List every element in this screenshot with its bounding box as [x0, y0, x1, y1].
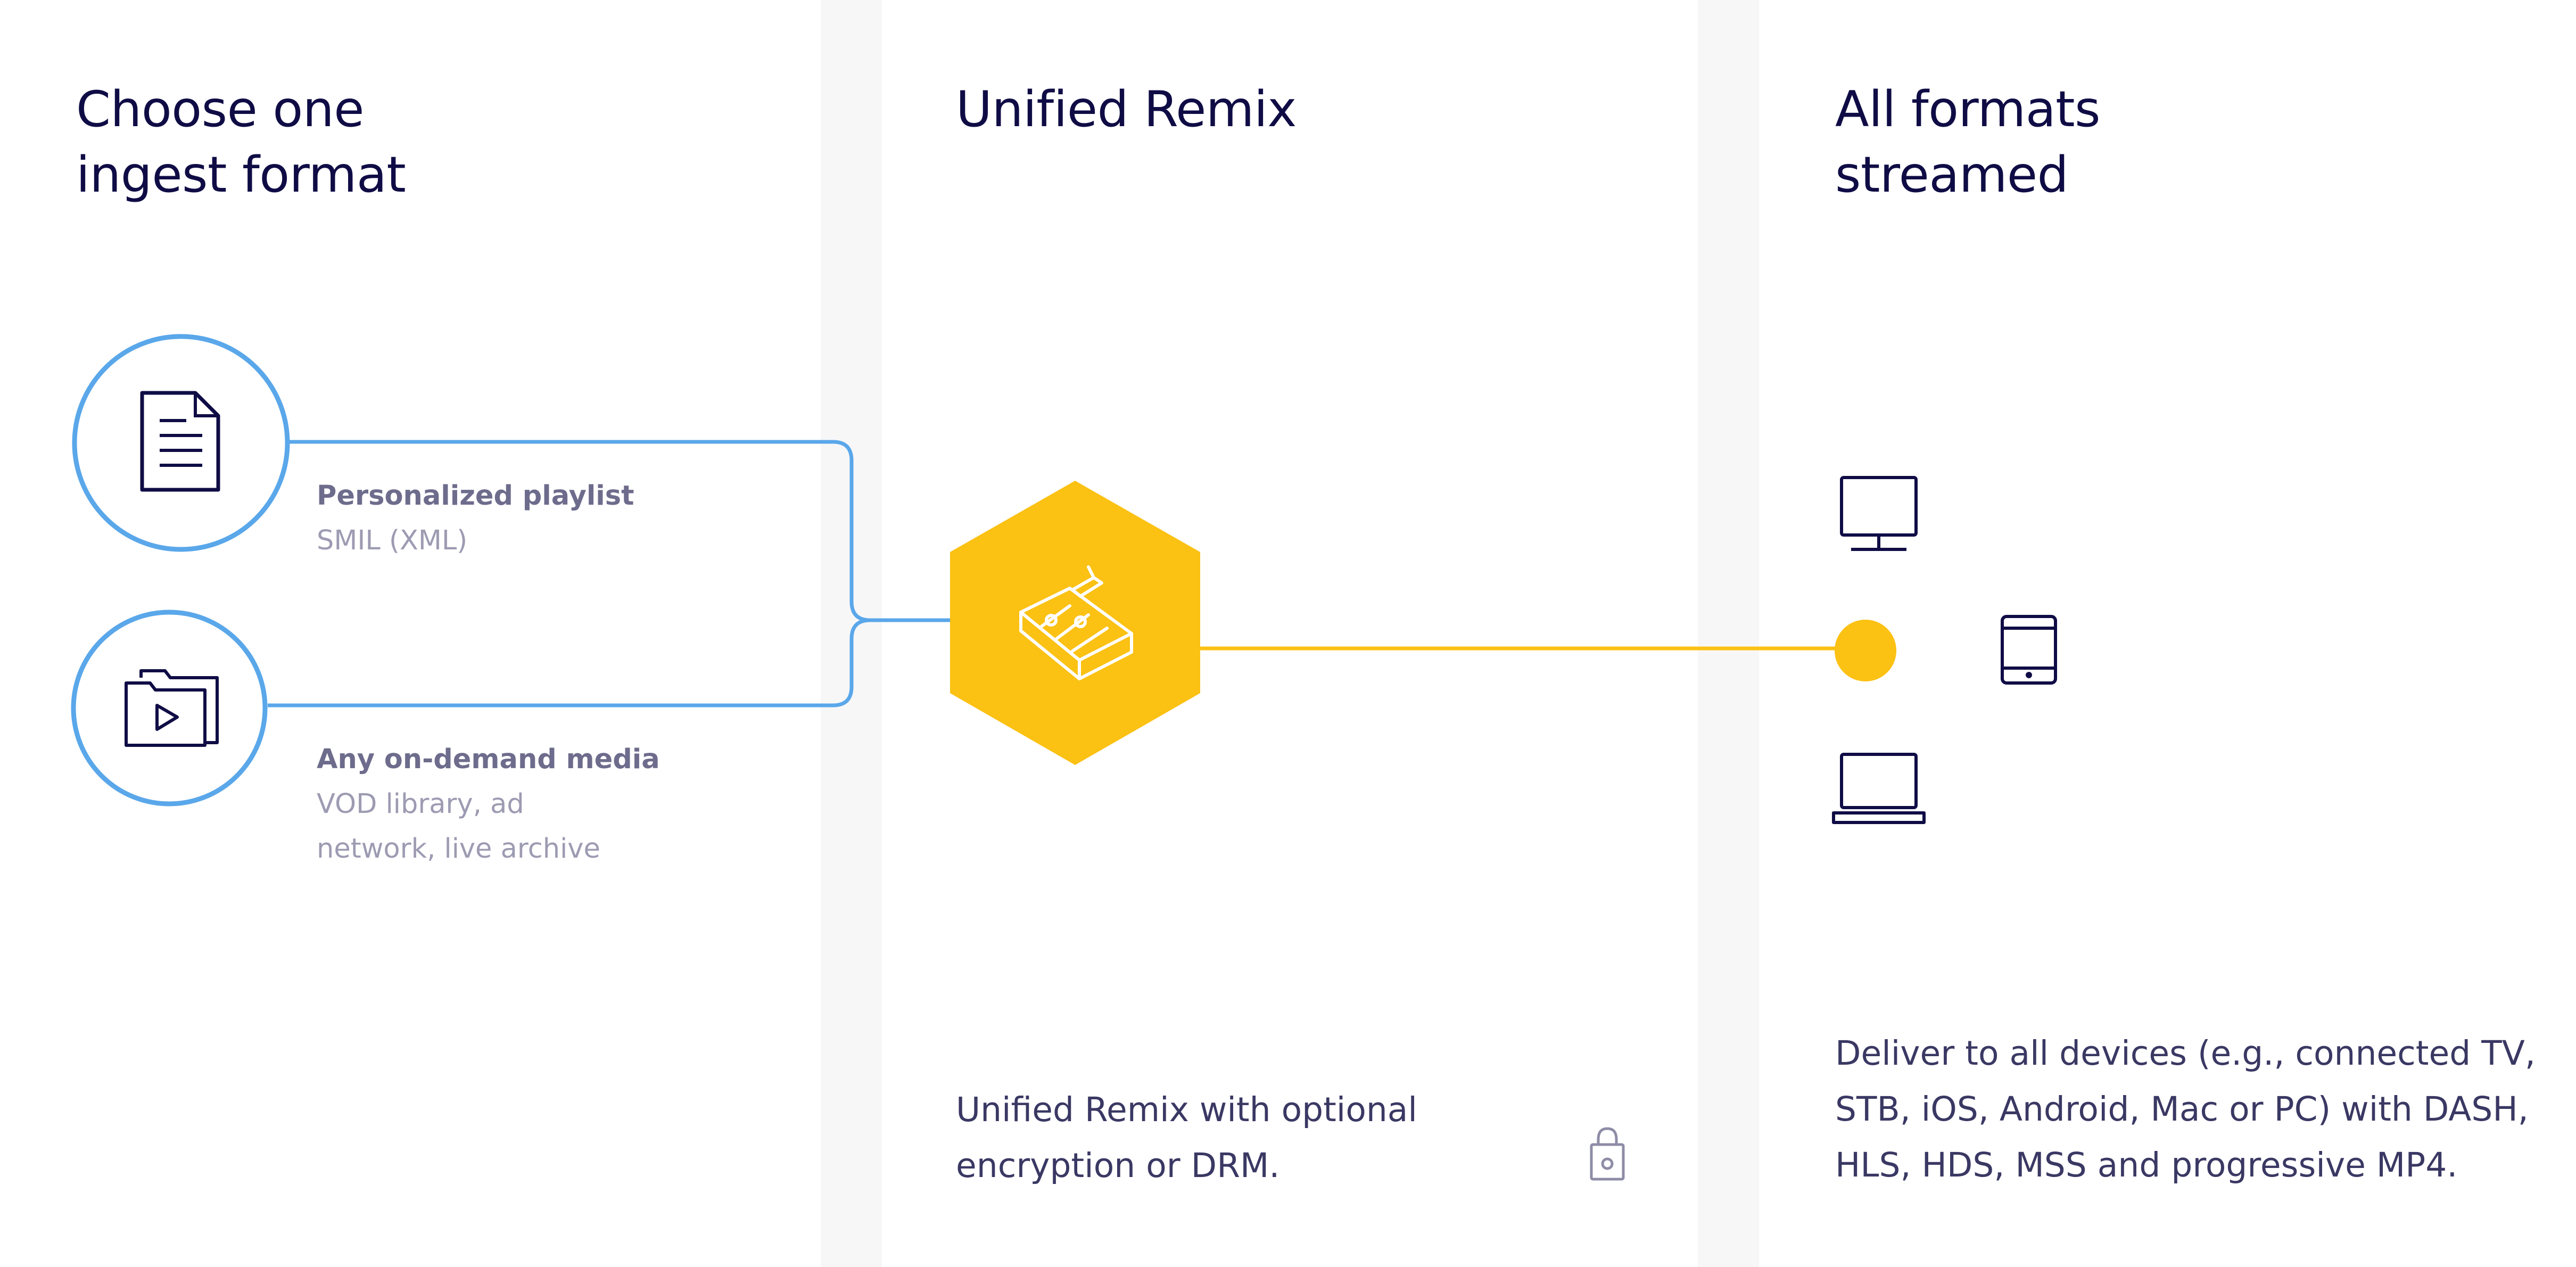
remix-desc-line1: Unified Remix with optional: [956, 1090, 1417, 1129]
output-dot: [1835, 620, 1896, 681]
stream-desc-line3: HLS, HDS, MSS and progressive MP4.: [1835, 1146, 2458, 1184]
stream-desc-line2: STB, iOS, Android, Mac or PC) with DASH,: [1835, 1090, 2529, 1129]
tablet-icon: [2001, 615, 2057, 685]
stream-desc-line1: Deliver to all devices (e.g., connected …: [1835, 1034, 2536, 1073]
ingest-column-title: Choose one ingest format: [76, 77, 449, 208]
mixer-icon: [1019, 565, 1133, 680]
media-folder-icon: [71, 610, 268, 807]
lock-icon: [1590, 1127, 1625, 1181]
media-connector-line: [268, 618, 871, 707]
playlist-label-sub: SMIL (XML): [317, 525, 468, 556]
remix-column-title: Unified Remix: [956, 80, 1297, 138]
laptop-icon: [1832, 753, 1926, 824]
stream-title-line2: streamed: [1835, 146, 2069, 203]
monitor-icon: [1840, 476, 1918, 551]
media-label-title: Any on-demand media: [317, 744, 660, 775]
document-icon: [72, 334, 290, 552]
ingest-title-line1: Choose one: [76, 80, 364, 138]
playlist-label-title: Personalized playlist: [317, 480, 634, 512]
remix-description: Unified Remix with optional encryption o…: [956, 1082, 1488, 1194]
playlist-connector-line: [288, 440, 955, 622]
stream-title-line1: All formats: [1835, 80, 2101, 138]
remix-desc-line2: encryption or DRM.: [956, 1146, 1280, 1185]
stream-column-title: All formats streamed: [1835, 77, 2208, 208]
playlist-label: Personalized playlist SMIL (XML): [317, 474, 689, 563]
column-divider-right: [1698, 0, 1759, 1267]
media-label-sub-line1: VOD library, ad: [317, 788, 524, 820]
media-label-sub-line2: network, live archive: [317, 833, 600, 865]
media-label: Any on-demand media VOD library, ad netw…: [317, 737, 700, 871]
stream-description: Deliver to all devices (e.g., connected …: [1835, 1025, 2570, 1193]
ingest-title-line2: ingest format: [76, 146, 406, 203]
